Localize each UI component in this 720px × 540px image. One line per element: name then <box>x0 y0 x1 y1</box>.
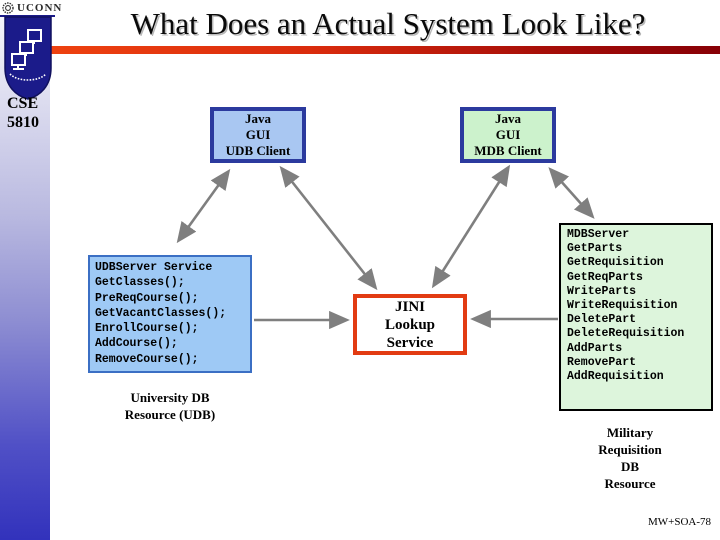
uconn-logo-text: UCONN <box>17 2 63 14</box>
arrow-mdbclient-jini <box>431 164 511 289</box>
uconn-header: UCONN <box>2 1 62 15</box>
jini-lookup-service-box: JINI Lookup Service <box>353 294 467 355</box>
arrow-udbclient-jini <box>279 165 378 291</box>
military-resource-label: Military Requisition DB Resource <box>598 425 662 491</box>
mdb-client-box: Java GUI MDB Client <box>460 107 556 163</box>
page-title: What Does an Actual System Look Like? <box>130 6 646 41</box>
title-accent-bar <box>48 46 720 54</box>
uconn-seal-icon <box>2 2 14 14</box>
arrow-mdbclient-mdbserver <box>548 167 595 219</box>
course-code: CSE 5810 <box>7 95 39 131</box>
udb-server-box: UDBServer Service GetClasses(); PreReqCo… <box>88 255 252 373</box>
udb-resource-label: University DB Resource (UDB) <box>124 390 216 422</box>
mdb-server-box: MDBServer GetParts GetRequisition GetReq… <box>559 223 713 411</box>
arrow-udbclient-udbserver <box>176 168 231 244</box>
slide-reference: MW+SOA-78 <box>647 516 711 528</box>
udb-client-box: Java GUI UDB Client <box>210 107 306 163</box>
cse-shield-logo <box>4 16 52 100</box>
sidebar-top-divider <box>0 15 55 17</box>
sidebar-gradient <box>0 17 50 540</box>
